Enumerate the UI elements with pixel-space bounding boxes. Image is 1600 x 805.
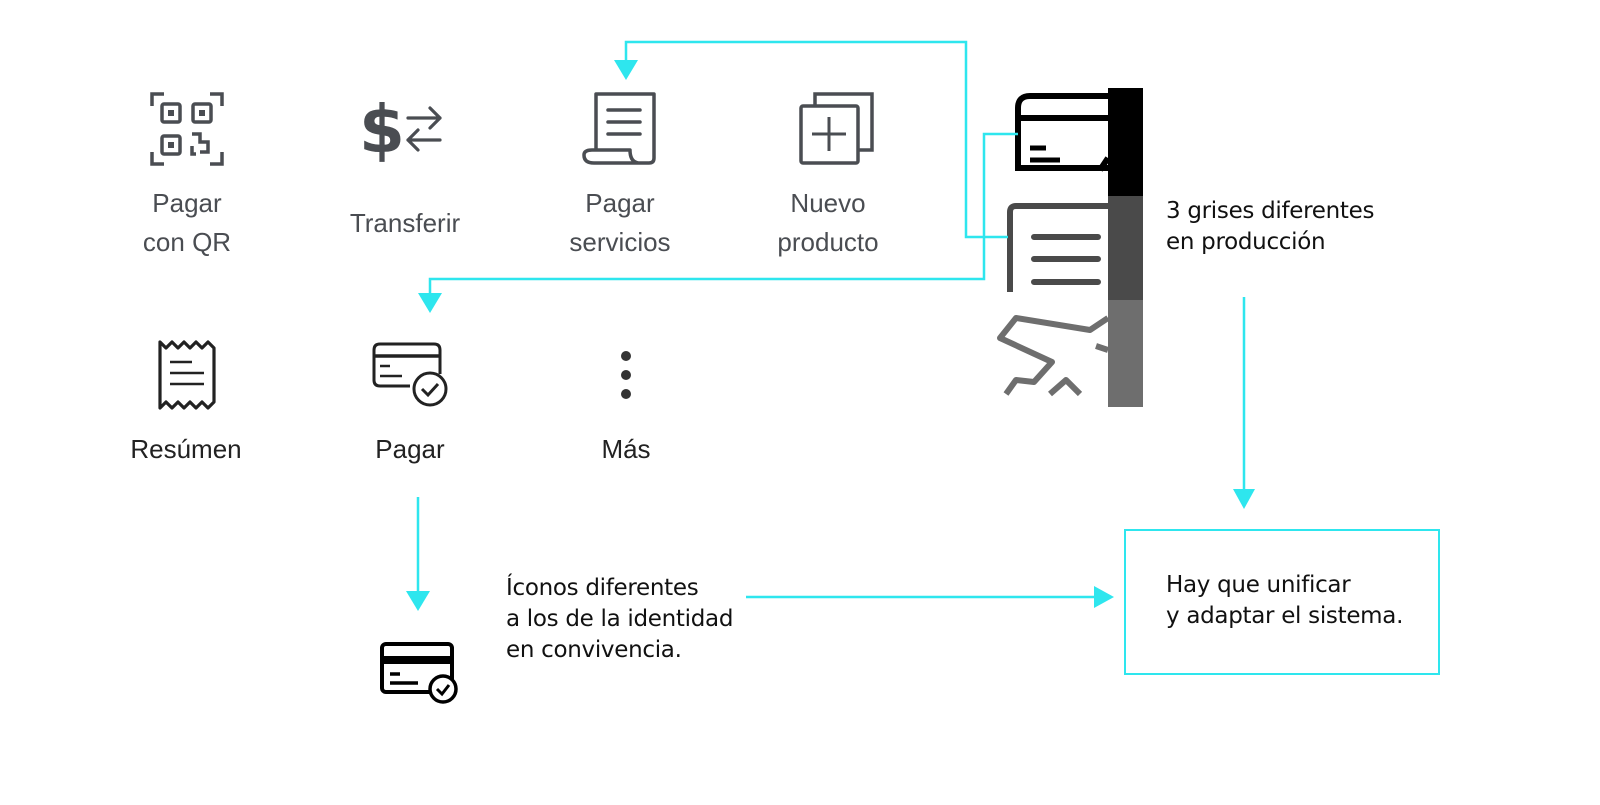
new-card-check-icon (380, 642, 458, 704)
label-mas: Más (546, 430, 706, 469)
note-conclusion: Hay que unificar y adaptar el sistema. (1166, 570, 1426, 632)
note-icons: Íconos diferentes a los de la identidad … (506, 573, 766, 666)
note-line: a los de la identidad (506, 606, 734, 632)
arrowhead-pagar-servicios (614, 60, 638, 80)
arrowheads (406, 60, 1255, 611)
label-line: Más (601, 434, 651, 464)
svg-text:$: $ (359, 91, 405, 168)
arrowhead-pagar (418, 293, 442, 313)
dollar-transfer-icon[interactable]: $ (359, 91, 442, 168)
connector-to-pagar (428, 132, 1018, 300)
gray-samples-zoom (997, 88, 1143, 407)
zoomed-card-fragment (1015, 93, 1111, 172)
arrowhead-conclusion (1094, 586, 1114, 608)
zoomed-list-fragment (1007, 203, 1108, 292)
more-vertical-icon[interactable] (621, 351, 631, 399)
conclusion-box (1124, 529, 1440, 675)
label-line: Transferir (349, 208, 461, 238)
label-resumen: Resúmen (106, 430, 266, 469)
label-pagar: Pagar (330, 430, 490, 469)
label-pagar-qr: Pagar con QR (112, 184, 262, 262)
note-line: y adaptar el sistema. (1166, 603, 1404, 629)
connectors (416, 40, 1246, 599)
gray-swatch-dark (1108, 88, 1143, 196)
note-grays: 3 grises diferentes en producción (1166, 196, 1466, 258)
zoomed-plane-fragment (997, 315, 1110, 397)
gray-swatch-light (1108, 300, 1143, 407)
arrowhead-grays-down (1233, 489, 1255, 509)
label-nuevo-producto: Nuevo producto (748, 184, 908, 262)
label-line: servicios (569, 227, 671, 257)
gray-swatch-mid (1108, 196, 1143, 300)
label-line: con QR (142, 227, 232, 257)
arrowhead-pagar-down (406, 591, 430, 611)
label-pagar-servicios: Pagar servicios (540, 184, 700, 262)
label-line: Resúmen (130, 434, 242, 464)
note-line: en producción (1166, 229, 1326, 255)
label-line: Pagar (375, 434, 445, 464)
receipt-scroll-icon[interactable] (582, 92, 656, 165)
note-line: Íconos diferentes (506, 575, 699, 601)
qr-code-icon[interactable] (150, 92, 224, 166)
note-line: Hay que unificar (1166, 572, 1351, 598)
label-line: Pagar (585, 188, 655, 218)
note-line: en convivencia. (506, 637, 682, 663)
receipt-icon[interactable] (158, 340, 216, 410)
card-check-icon[interactable] (372, 342, 448, 407)
add-product-icon[interactable] (799, 92, 874, 165)
label-line: Pagar (152, 188, 222, 218)
label-line: Nuevo (790, 188, 866, 218)
note-line: 3 grises diferentes (1166, 198, 1375, 224)
connector-to-pagar-servicios (624, 40, 1008, 239)
label-line: producto (777, 227, 879, 257)
label-transferir: Transferir (320, 204, 490, 243)
